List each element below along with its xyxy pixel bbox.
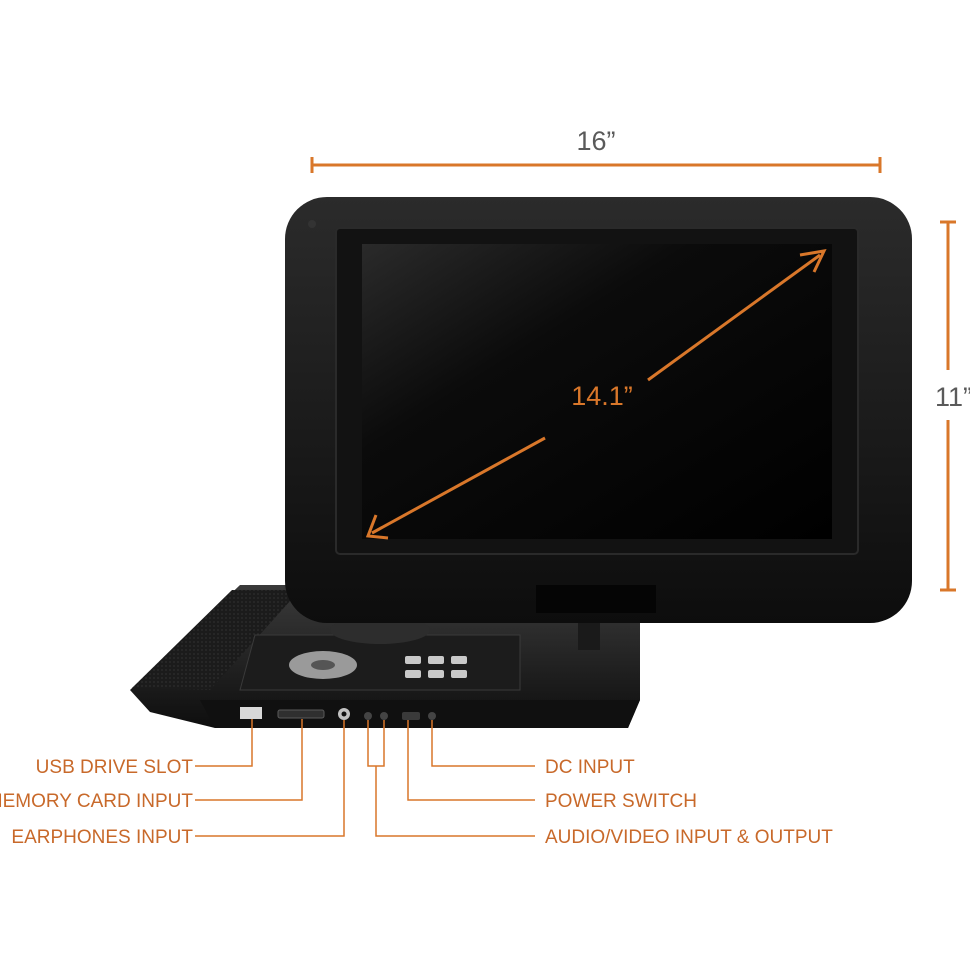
lcd-screen <box>362 244 832 539</box>
memory-card-input-label: MEMORY CARD INPUT <box>0 791 193 812</box>
dc-jack-icon <box>428 712 436 720</box>
power-switch-label: POWER SWITCH <box>545 791 697 812</box>
screen-panel <box>285 197 912 623</box>
callout-leaders <box>195 719 535 837</box>
av-jack-icon <box>364 712 372 720</box>
screen-latch <box>536 585 656 613</box>
card-slot-icon <box>277 709 325 719</box>
width-label: 16” <box>576 126 615 156</box>
dc-leader <box>431 720 535 767</box>
av-leader-down <box>375 766 535 837</box>
power-leader <box>407 720 535 801</box>
usb-drive-slot-label: USB DRIVE SLOT <box>36 757 194 778</box>
earphones-input-label: EARPHONES INPUT <box>11 827 193 848</box>
power-switch-icon <box>402 712 420 720</box>
speaker-grille <box>132 590 300 690</box>
audio-video-label: AUDIO/VIDEO INPUT & OUTPUT <box>545 827 833 848</box>
height-dimension <box>940 220 956 592</box>
usb-port-icon <box>240 707 262 719</box>
control-buttons <box>405 656 467 678</box>
usb-leader <box>195 719 253 767</box>
height-label: 11” <box>935 382 970 412</box>
diagonal-dimension <box>365 249 827 540</box>
width-dimension <box>310 157 882 173</box>
diagonal-label: 14.1” <box>571 381 633 411</box>
earphone-leader <box>195 720 345 837</box>
card-leader <box>195 719 303 801</box>
dc-input-label: DC INPUT <box>545 757 635 778</box>
